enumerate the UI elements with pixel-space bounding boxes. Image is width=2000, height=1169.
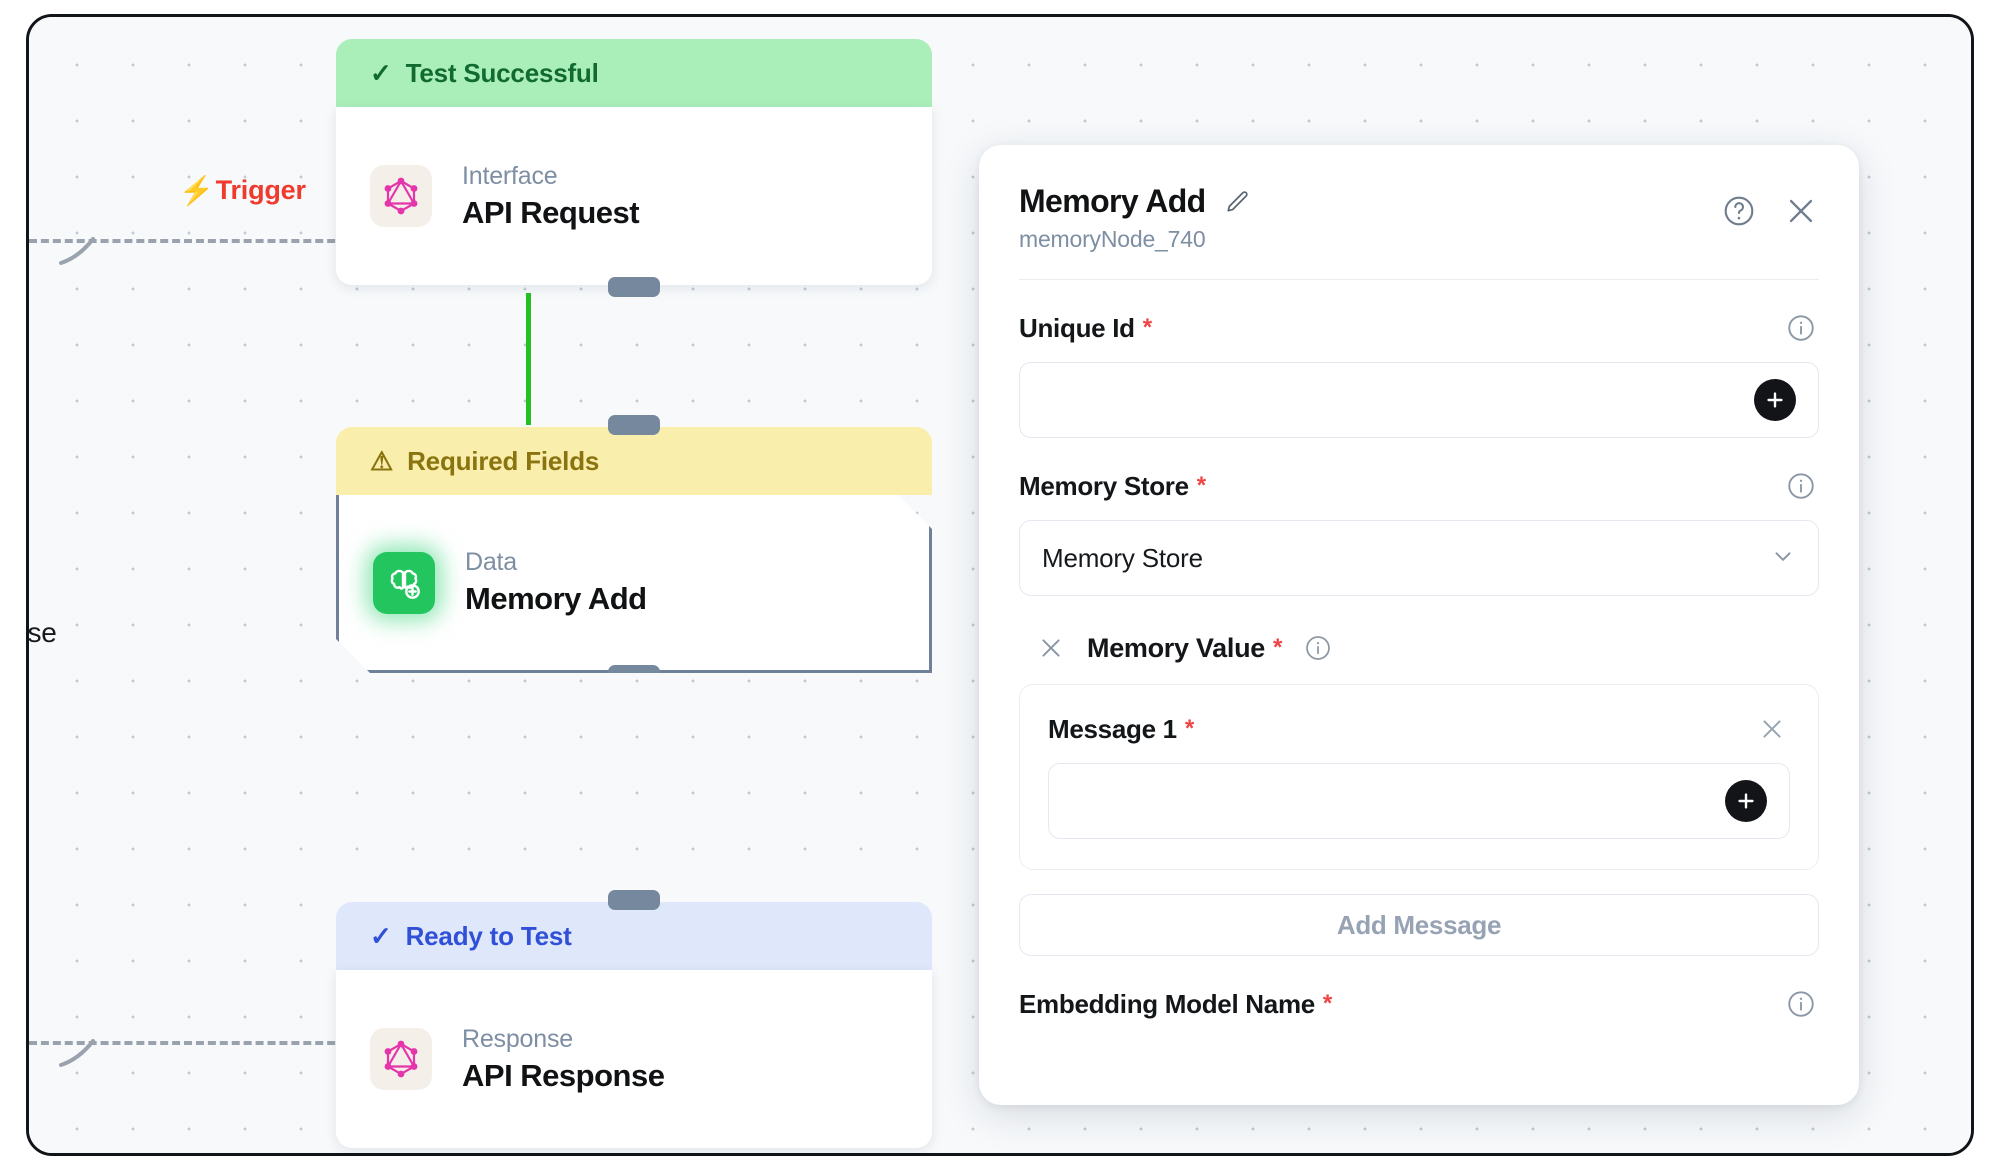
- field-label-row: Unique Id *: [1019, 310, 1819, 346]
- info-circle-icon[interactable]: [1300, 630, 1336, 666]
- memory-value-label: Memory Value *: [1087, 633, 1282, 664]
- node-body[interactable]: Data Memory Add: [336, 495, 932, 673]
- lightning-bolt-icon: ⚡: [179, 174, 214, 206]
- chevron-down-icon: [1770, 543, 1796, 574]
- node-api-request[interactable]: ✓ Test Successful: [336, 39, 932, 297]
- required-marker: *: [1142, 314, 1152, 341]
- node-handle-bottom[interactable]: [608, 665, 660, 685]
- close-icon[interactable]: [1783, 193, 1819, 229]
- node-kind: Data: [465, 548, 518, 576]
- message-1-label: Message 1 *: [1048, 714, 1194, 745]
- message-1-header: Message 1 *: [1048, 711, 1790, 747]
- panel-header: Memory Add memoryNode_740: [1019, 183, 1819, 253]
- field-label-text: Unique Id: [1019, 312, 1135, 343]
- node-kind: Interface: [462, 161, 558, 190]
- node-memory-add[interactable]: ⚠ Required Fields Data Memory A: [336, 415, 932, 673]
- info-circle-icon[interactable]: [1783, 986, 1819, 1022]
- field-label-row: Memory Store *: [1019, 468, 1819, 504]
- graphql-icon: [370, 165, 432, 227]
- node-handle-top[interactable]: [608, 890, 660, 910]
- field-unique-id: Unique Id *: [1019, 310, 1819, 438]
- response-wire-curve: [59, 1039, 95, 1067]
- panel-header-titles: Memory Add memoryNode_740: [1019, 183, 1256, 253]
- panel-actions: [1721, 183, 1819, 229]
- trigger-label-text: Trigger: [215, 175, 306, 205]
- node-status-badge-warning: ⚠ Required Fields: [336, 427, 932, 495]
- response-wire: [29, 1041, 359, 1045]
- close-icon[interactable]: [1754, 711, 1790, 747]
- node-kind: Response: [462, 1024, 573, 1053]
- field-label: Memory Store *: [1019, 471, 1206, 502]
- panel-title-row: Memory Add: [1019, 183, 1256, 220]
- node-title: API Request: [462, 194, 640, 230]
- node-body[interactable]: Response API Response: [336, 970, 932, 1148]
- trigger-label: ⚡ Trigger: [179, 175, 306, 206]
- memory-value-label-text: Memory Value: [1087, 632, 1265, 663]
- panel-divider: [1019, 279, 1819, 280]
- memory-store-value: Memory Store: [1042, 542, 1203, 573]
- pencil-icon[interactable]: [1220, 184, 1256, 220]
- graphql-icon: [370, 1028, 432, 1090]
- node-handle-top[interactable]: [608, 415, 660, 435]
- required-marker: *: [1184, 715, 1194, 742]
- plus-icon[interactable]: [1754, 379, 1796, 421]
- page-title: Memory Add: [1019, 183, 1206, 219]
- node-text: Data Memory Add: [465, 548, 647, 617]
- check-icon: ✓: [370, 921, 392, 951]
- node-id-label: memoryNode_740: [1019, 226, 1206, 252]
- required-marker: *: [1322, 990, 1332, 1017]
- node-api-response[interactable]: ✓ Ready to Test: [336, 890, 932, 1148]
- required-marker: *: [1272, 634, 1283, 661]
- node-status-badge-success: ✓ Test Successful: [336, 39, 932, 107]
- info-circle-icon[interactable]: [1783, 468, 1819, 504]
- trigger-wire-curve: [59, 237, 95, 265]
- node-title: API Response: [462, 1057, 665, 1093]
- add-message-button[interactable]: Add Message: [1019, 894, 1819, 956]
- info-circle-icon[interactable]: [1783, 310, 1819, 346]
- unique-id-input[interactable]: [1019, 362, 1819, 438]
- brain-plus-icon: [373, 552, 435, 614]
- trigger-wire: [29, 239, 359, 243]
- edge-api-request-to-memory-add: [526, 293, 531, 425]
- node-status-label: Test Successful: [405, 57, 599, 88]
- field-label-text: Memory Store: [1019, 470, 1189, 501]
- panel-scroll-area[interactable]: Memory Add memoryNode_740: [979, 145, 1859, 1105]
- field-label: Unique Id *: [1019, 313, 1152, 344]
- node-title: Memory Add: [465, 581, 647, 616]
- warning-triangle-icon: ⚠: [370, 446, 394, 476]
- app-window: ⚡ Trigger onse ✓ Test Successful: [26, 14, 1974, 1156]
- check-icon: ✓: [370, 58, 392, 88]
- node-handle-bottom[interactable]: [608, 277, 660, 297]
- field-label-text: Embedding Model Name: [1019, 988, 1315, 1019]
- node-status-badge-info: ✓ Ready to Test: [336, 902, 932, 970]
- required-marker: *: [1196, 472, 1206, 499]
- node-status-label: Required Fields: [407, 445, 600, 476]
- close-icon[interactable]: [1033, 630, 1069, 666]
- node-text: Response API Response: [462, 1024, 665, 1094]
- node-body[interactable]: Interface API Request: [336, 107, 932, 297]
- message-1-card: Message 1 *: [1019, 684, 1819, 870]
- node-text: Interface API Request: [462, 161, 640, 231]
- node-properties-panel: Memory Add memoryNode_740: [979, 145, 1859, 1105]
- memory-store-select[interactable]: Memory Store: [1019, 520, 1819, 596]
- field-memory-store: Memory Store * Memory Store: [1019, 468, 1819, 596]
- memory-value-group-header: Memory Value *: [1019, 630, 1819, 666]
- field-label: Embedding Model Name *: [1019, 989, 1332, 1020]
- field-embedding-model-name: Embedding Model Name *: [1019, 986, 1819, 1022]
- question-circle-icon[interactable]: [1721, 193, 1757, 229]
- plus-icon[interactable]: [1725, 780, 1767, 822]
- message-1-input[interactable]: [1048, 763, 1790, 839]
- response-clipped-label: onse: [27, 617, 57, 648]
- message-1-label-text: Message 1: [1048, 713, 1177, 744]
- node-status-label: Ready to Test: [405, 920, 572, 951]
